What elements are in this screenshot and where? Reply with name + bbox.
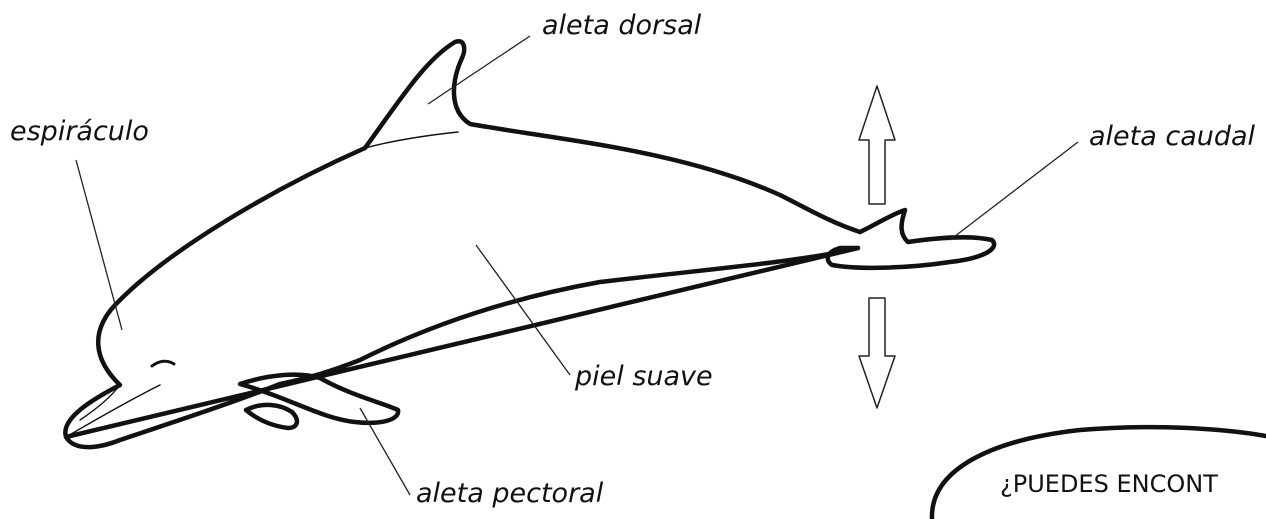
motion-arrows: [859, 86, 895, 408]
eye-mark: [152, 361, 174, 366]
leader-dorsal: [428, 36, 530, 104]
dorsal-fin-base-line: [365, 132, 458, 148]
tail-fluke-outline: [828, 210, 994, 268]
pectoral-fin-front: [240, 375, 398, 423]
label-pectoral-fin: aleta pectoral: [416, 478, 604, 509]
speech-bubble: ¿PUEDES ENCONT: [932, 427, 1266, 519]
arrow-up-icon: [859, 86, 895, 204]
labels: aleta dorsal espiráculo aleta caudal pie…: [10, 10, 1256, 509]
label-dorsal-fin: aleta dorsal: [542, 10, 702, 41]
arrow-down-icon: [859, 298, 895, 408]
leader-blowhole: [76, 160, 122, 330]
speech-bubble-text: ¿PUEDES ENCONT: [1000, 470, 1218, 498]
label-tail-fin: aleta caudal: [1089, 121, 1256, 152]
dolphin-body-outline: [65, 41, 860, 447]
dolphin-illustration: [65, 41, 994, 447]
leader-tail: [950, 142, 1078, 240]
label-blowhole: espiráculo: [10, 116, 149, 147]
pectoral-fin-back: [246, 405, 297, 428]
label-smooth-skin: piel suave: [574, 361, 713, 392]
